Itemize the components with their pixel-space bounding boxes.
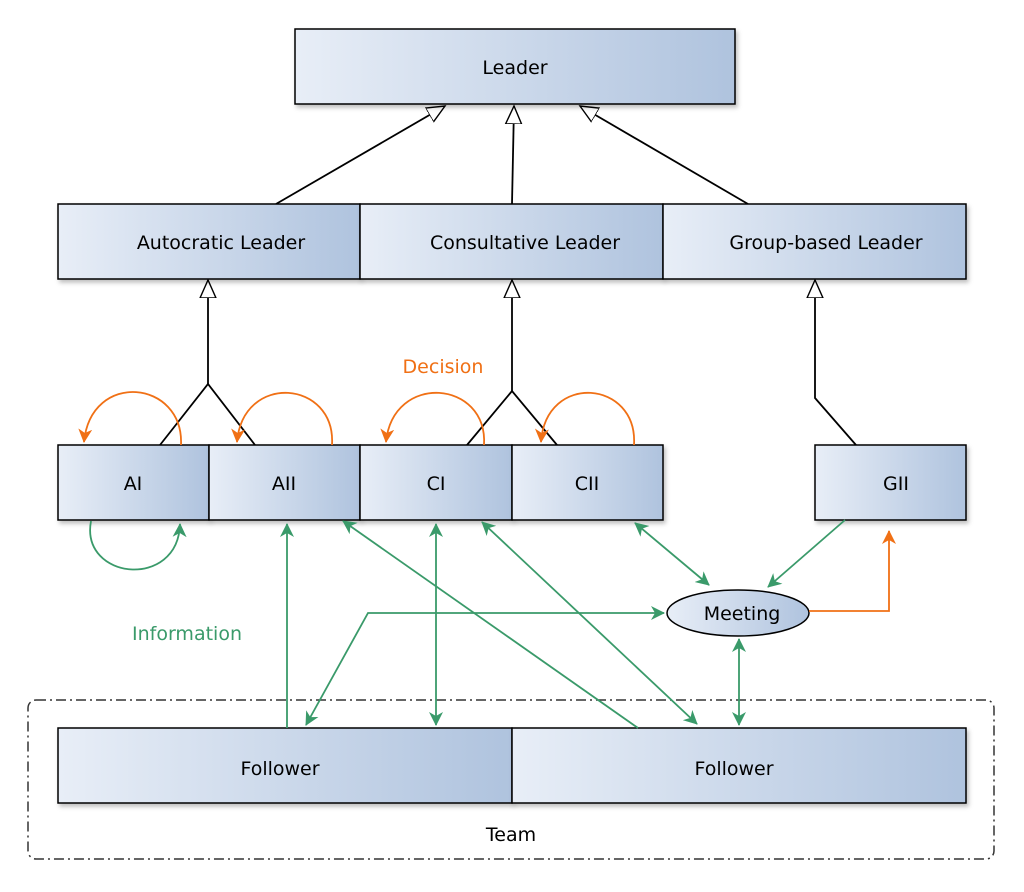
- consultative-leader-node: Consultative Leader: [359, 203, 664, 280]
- team-label: Team: [485, 824, 536, 846]
- meeting-node: Meeting: [666, 589, 810, 637]
- meeting-label: Meeting: [704, 603, 781, 625]
- follower-left-label: Follower: [240, 758, 319, 780]
- info-cii-meeting: [634, 522, 710, 586]
- edge-ci-cii-to-consultative: [466, 389, 558, 446]
- consultative-leader-label: Consultative Leader: [430, 232, 620, 254]
- info-gii-to-meeting: [767, 519, 846, 588]
- ai-node: AI: [57, 444, 210, 521]
- autocratic-leader-label: Autocratic Leader: [137, 232, 306, 254]
- follower-left-node: Follower: [57, 727, 513, 804]
- cii-label: CII: [575, 473, 599, 495]
- edge-autocratic-to-leader: [275, 106, 445, 205]
- decision-edges: [78, 391, 896, 612]
- ci-label: CI: [427, 473, 446, 495]
- edge-consultative-to-leader: [512, 106, 514, 205]
- decision-meeting-to-gii: [809, 530, 896, 612]
- decision-loop-ai: [78, 391, 182, 446]
- group-based-leader-node: Group-based Leader: [662, 203, 967, 280]
- leader-label: Leader: [482, 57, 547, 79]
- aii-label: AII: [272, 473, 296, 495]
- information-label: Information: [132, 623, 242, 645]
- edge-groupbased-to-leader: [580, 106, 749, 205]
- gii-label: GII: [883, 473, 909, 495]
- aii-node: AII: [208, 444, 361, 521]
- info-follower-to-aii-diag: [342, 520, 639, 729]
- follower-right-label: Follower: [694, 758, 773, 780]
- decision-loop-cii: [534, 391, 635, 446]
- information-edges: [89, 519, 846, 729]
- gii-node: GII: [814, 444, 967, 521]
- decision-loop-ci: [380, 391, 485, 446]
- info-meeting-to-follower: [305, 606, 665, 726]
- ci-node: CI: [359, 444, 513, 521]
- leader-node: Leader: [294, 28, 736, 105]
- decision-loop-aii: [231, 391, 333, 446]
- autocratic-leader-node: Autocratic Leader: [57, 203, 361, 280]
- follower-right-node: Follower: [511, 727, 967, 804]
- edge-gii-to-groupbased: [815, 280, 857, 446]
- info-loop-ai: [89, 520, 187, 571]
- cii-node: CII: [511, 444, 664, 521]
- ai-label: AI: [124, 473, 143, 495]
- decision-label: Decision: [403, 356, 484, 378]
- group-based-leader-label: Group-based Leader: [729, 232, 922, 254]
